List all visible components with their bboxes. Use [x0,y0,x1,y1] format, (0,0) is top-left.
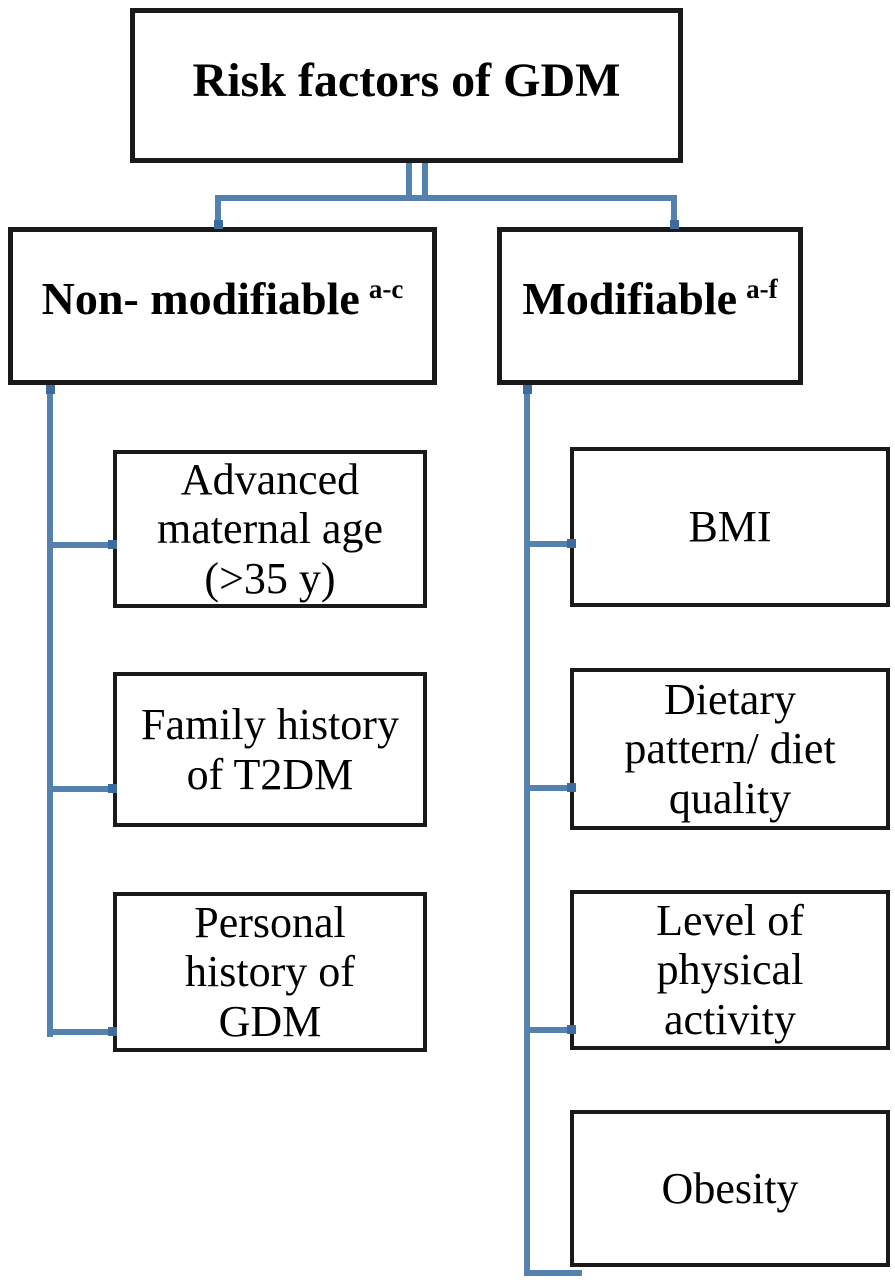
node-non-modifiable: Non- modifiable a-c [8,227,437,385]
node-bmi: BMI [570,447,890,607]
connector-dot [567,783,576,792]
connector-to-bmi [524,541,576,547]
node-risk-factors-of-gdm: Risk factors of GDM [130,8,683,163]
connector-to-physical-activity [524,1027,576,1033]
connector-to-obesity [524,1270,582,1276]
node-label: Level of physical activity [656,896,804,1044]
connector-dot [523,385,532,394]
node-label: Non- modifiable [41,273,360,325]
connector-branch-bar [215,195,677,201]
node-label-wrap: Modifiable a-f [522,273,777,325]
connector-root-stub-right [422,163,428,199]
node-label-wrap: Non- modifiable a-c [42,273,404,325]
node-label: Dietary pattern/ diet quality [624,675,836,823]
connector-drop-non-modifiable [215,195,221,229]
connector-dot [567,1025,576,1034]
connector-to-family-history [47,786,115,792]
connector-dot [670,220,679,229]
node-label: Family history of T2DM [141,700,399,799]
node-dietary-pattern: Dietary pattern/ diet quality [570,668,890,830]
connector-root-stub-left [406,163,412,199]
connector-dot [108,1027,117,1036]
node-advanced-maternal-age: Advanced maternal age (>35 y) [113,450,427,608]
node-label: Obesity [661,1163,799,1213]
node-label: Advanced maternal age (>35 y) [157,455,383,603]
node-family-history-t2dm: Family history of T2DM [113,672,427,827]
node-physical-activity: Level of physical activity [570,890,890,1050]
connector-left-spine [47,387,53,1037]
node-personal-history-gdm: Personal history of GDM [113,892,427,1052]
superscript-label: a-f [746,273,778,304]
connector-to-dietary-pattern [524,785,576,791]
superscript-label: a-c [368,273,404,304]
connector-to-personal-history [47,1029,115,1035]
node-label: BMI [688,502,772,552]
node-label: Modifiable [522,273,738,325]
connector-right-spine [524,388,530,1274]
connector-to-advanced-maternal-age [47,542,115,548]
connector-dot [567,539,576,548]
node-obesity: Obesity [570,1110,890,1267]
connector-dot [108,540,117,549]
node-label: Personal history of GDM [185,898,355,1046]
connector-dot [214,220,223,229]
connector-dot [108,784,117,793]
node-modifiable: Modifiable a-f [497,227,803,385]
connector-dot [46,385,55,394]
node-label: Risk factors of GDM [192,53,621,107]
connector-drop-modifiable [671,195,677,229]
